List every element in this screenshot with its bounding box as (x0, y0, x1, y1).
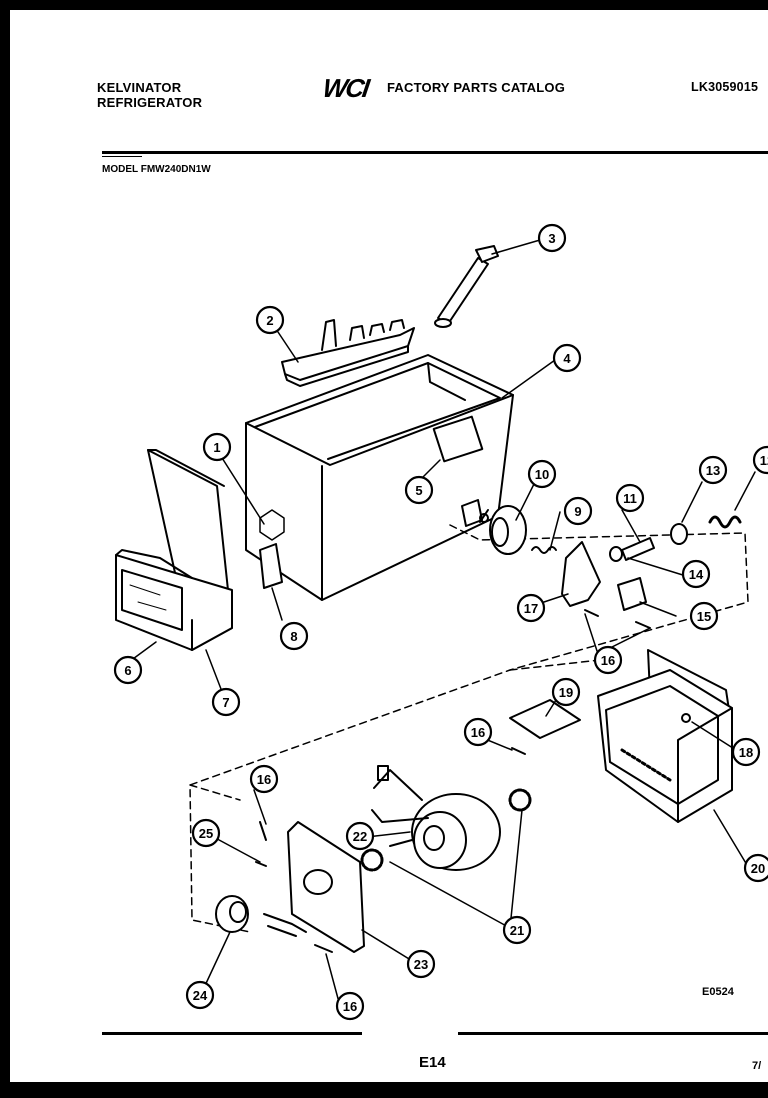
callout-16c: 16 (249, 764, 279, 794)
part-bracket (259, 543, 283, 589)
svg-text:17: 17 (524, 601, 538, 616)
model-number: MODEL FMW240DN1W (102, 164, 211, 175)
callout-1: 1 (202, 432, 232, 462)
part-mold-housing (245, 354, 514, 601)
part-motor-housing (597, 649, 733, 823)
callout-24: 24 (185, 980, 215, 1010)
svg-text:5: 5 (415, 483, 422, 498)
callout-4: 4 (552, 343, 582, 373)
callout-9: 9 (563, 496, 593, 526)
svg-text:21: 21 (510, 923, 524, 938)
svg-text:12: 12 (760, 453, 768, 468)
svg-text:22: 22 (353, 829, 367, 844)
callout-14: 14 (681, 559, 711, 589)
svg-text:6: 6 (124, 663, 131, 678)
part-spring-small (531, 546, 557, 554)
part-ice-stripper (281, 319, 415, 387)
svg-text:16: 16 (601, 653, 615, 668)
part-motor-plate (263, 821, 365, 953)
callout-23: 23 (406, 949, 436, 979)
svg-text:15: 15 (697, 609, 711, 624)
callout-22: 22 (345, 821, 375, 851)
svg-text:20: 20 (751, 861, 765, 876)
part-washer-14 (609, 546, 623, 562)
svg-text:23: 23 (414, 957, 428, 972)
svg-text:1: 1 (213, 440, 220, 455)
part-motor (371, 765, 501, 871)
catalog-title: FACTORY PARTS CATALOG (387, 80, 566, 95)
catalog-number: LK3059015 (691, 80, 759, 94)
callout-5: 5 (404, 475, 434, 505)
exploded-diagram: 1 2 3 4 5 6 7 8 9 10 11 12 13 14 15 16 1… (113, 223, 768, 1021)
callout-25: 25 (191, 818, 221, 848)
svg-text:10: 10 (535, 467, 549, 482)
footer-rule-left (102, 1032, 362, 1035)
callout-2: 2 (255, 305, 285, 335)
part-gear-a (360, 848, 384, 872)
page-date: 7/ (752, 1060, 762, 1072)
svg-text:2: 2 (266, 313, 273, 328)
svg-text:3: 3 (548, 231, 555, 246)
footer-rule-right (458, 1032, 768, 1035)
svg-text:8: 8 (290, 629, 297, 644)
svg-text:13: 13 (706, 463, 720, 478)
svg-text:7: 7 (222, 695, 229, 710)
svg-text:11: 11 (623, 491, 637, 506)
part-screw-c (511, 747, 526, 755)
part-screw-f (255, 861, 267, 867)
callout-12: 12 (752, 445, 768, 475)
product-name: REFRIGERATOR (97, 95, 203, 110)
part-screw-d (259, 821, 267, 841)
svg-text:16: 16 (471, 725, 485, 740)
part-shaft (621, 537, 655, 561)
parts-sheet: KELVINATOR REFRIGERATOR WCI FACTORY PART… (10, 10, 768, 1082)
callout-15: 15 (689, 601, 719, 631)
callout-7: 7 (211, 687, 241, 717)
drawing-code: E0524 (702, 986, 734, 998)
part-front-cover (115, 449, 233, 651)
callout-13: 13 (698, 455, 728, 485)
svg-text:9: 9 (574, 504, 581, 519)
callout-18: 18 (731, 737, 761, 767)
part-screw-e (314, 944, 333, 953)
part-washer-13 (670, 523, 688, 545)
page-number: E14 (419, 1054, 446, 1071)
callout-11: 11 (615, 483, 645, 513)
callout-8: 8 (279, 621, 309, 651)
callout-16a: 16 (593, 645, 623, 675)
part-screw-a (584, 609, 599, 617)
part-knob (215, 895, 249, 933)
callout-21: 21 (502, 915, 532, 945)
callout-20: 20 (743, 853, 768, 883)
part-shutoff-arm (434, 245, 499, 328)
svg-text:25: 25 (199, 826, 213, 841)
part-gear-b (508, 788, 532, 812)
callout-19: 19 (551, 677, 581, 707)
callout-6: 6 (113, 655, 143, 685)
svg-text:16: 16 (257, 772, 271, 787)
callout-10: 10 (527, 459, 557, 489)
part-mounting-plate (561, 541, 601, 607)
part-spring-12 (708, 515, 742, 529)
svg-text:24: 24 (193, 988, 208, 1003)
callout-17: 17 (516, 593, 546, 623)
brand-name: KELVINATOR (97, 80, 182, 95)
part-switch (617, 577, 647, 611)
callout-16d: 16 (335, 991, 365, 1021)
svg-text:14: 14 (689, 567, 704, 582)
svg-text:18: 18 (739, 745, 753, 760)
leader-lines (117, 239, 756, 1007)
callout-3: 3 (537, 223, 567, 253)
part-cover-plate (509, 699, 581, 739)
svg-text:4: 4 (563, 351, 571, 366)
svg-text:19: 19 (559, 685, 573, 700)
svg-text:16: 16 (343, 999, 357, 1014)
header-divider (102, 151, 768, 154)
header-divider-accent (102, 156, 142, 157)
part-screw-b (635, 621, 651, 629)
callout-16b: 16 (463, 717, 493, 747)
header-brand-block: KELVINATOR REFRIGERATOR (97, 80, 202, 110)
